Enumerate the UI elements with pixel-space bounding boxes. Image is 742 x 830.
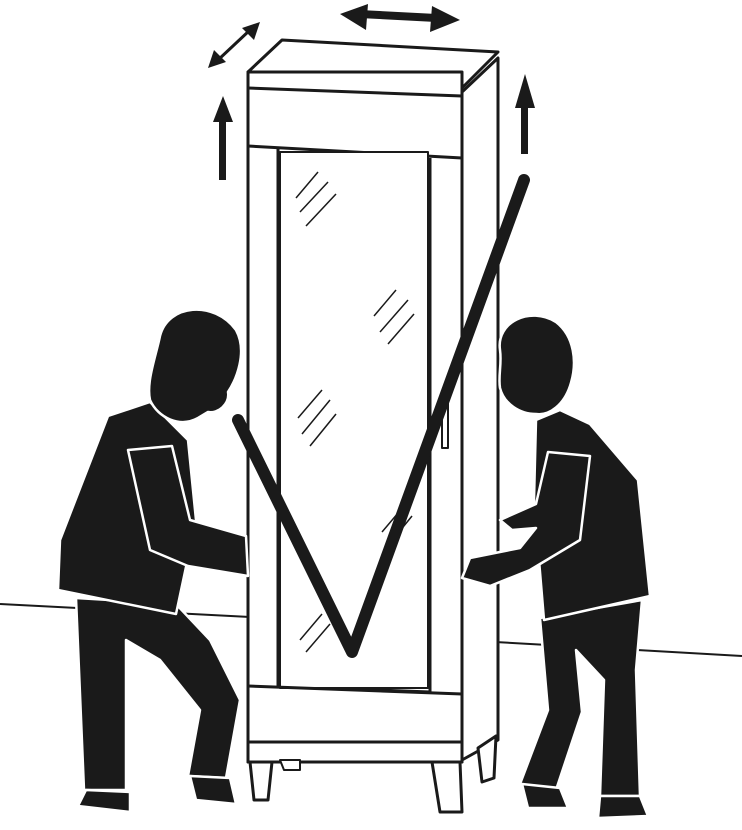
move-horizontal-arrow-icon xyxy=(340,4,460,32)
cabinet-leg xyxy=(432,762,462,812)
cabinet xyxy=(248,40,498,812)
cabinet-leg xyxy=(250,762,272,800)
move-up-arrow-icon xyxy=(213,96,233,180)
move-up-arrow-icon xyxy=(515,74,535,154)
glass-door-panel xyxy=(280,152,428,688)
cabinet-side-panel xyxy=(462,58,498,760)
move-diagonal-arrow-icon xyxy=(208,22,260,68)
left-person-figure xyxy=(58,310,248,812)
